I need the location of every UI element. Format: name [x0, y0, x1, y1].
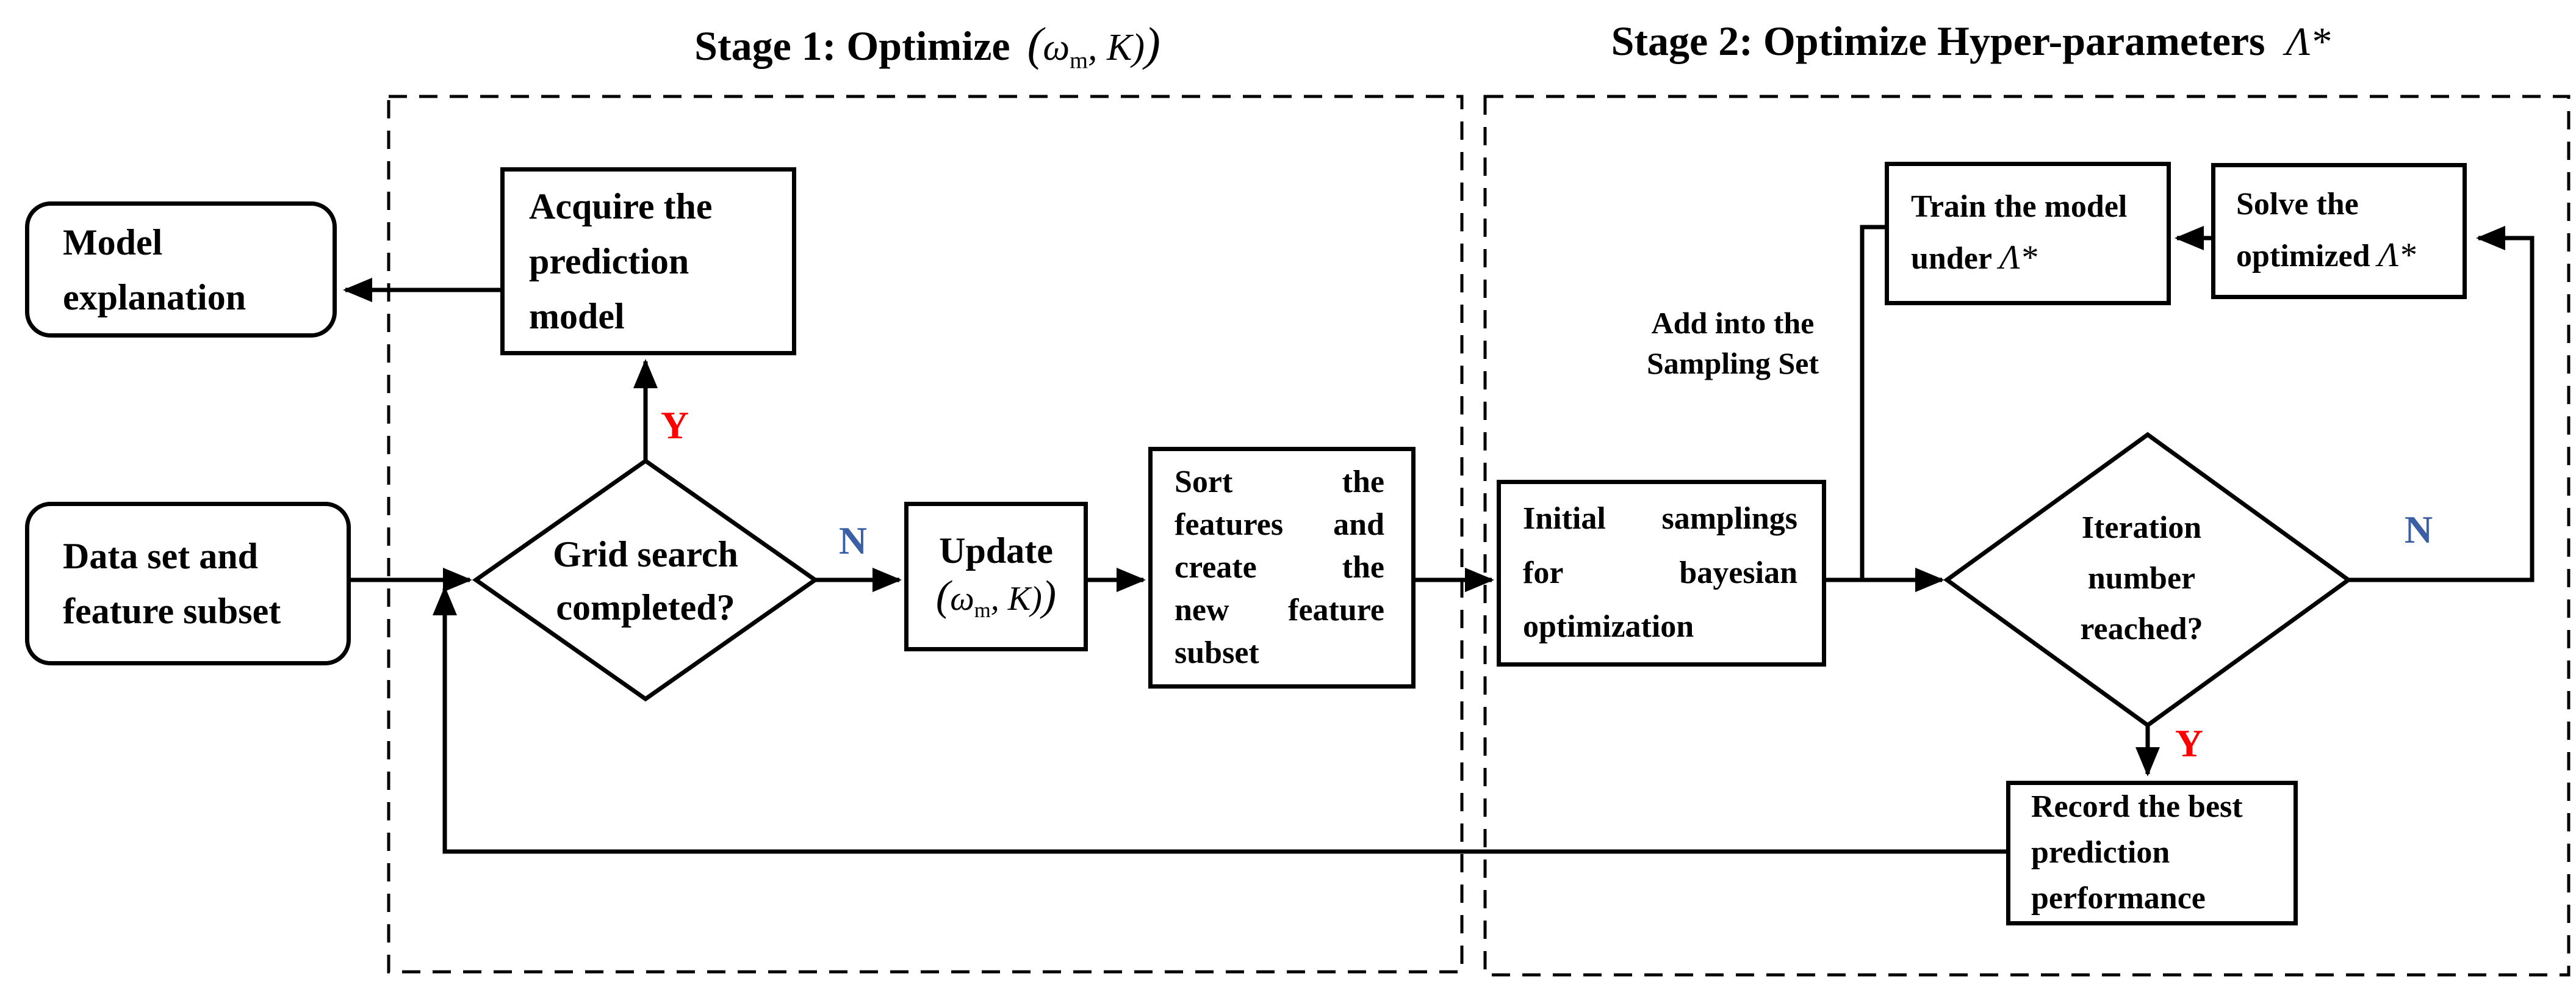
dataset-line1: Data set and: [63, 536, 259, 576]
iteration-label: Iteration number reached?: [2080, 510, 2203, 647]
update-label: Update: [939, 530, 1053, 571]
stage2-title-lambda: Λ*: [2286, 20, 2331, 64]
iteration-no-label: N: [2404, 508, 2433, 551]
dataset-box: Data set and feature subset: [25, 502, 351, 665]
stage1-boundary: [387, 95, 1464, 974]
stage1-title-text: Stage 1: Optimize: [694, 23, 1010, 69]
grid-search-diamond: [472, 458, 819, 702]
update-box: Update (ωm, K)): [904, 502, 1088, 651]
stage1-title-math: (ωm, K)): [1027, 18, 1160, 74]
dataset-line2: feature subset: [63, 591, 281, 631]
acquire-model-box: Acquire the prediction model: [500, 167, 796, 355]
iteration-yes-label: Y: [2175, 722, 2204, 765]
model-explanation-line1: Model: [63, 222, 163, 262]
arrow-iteration-no-to-solve: [2348, 226, 2535, 582]
train-model-box: Train the model under Λ*: [1885, 162, 2171, 305]
solve-lambda-box: Solve the optimized Λ*: [2211, 163, 2467, 299]
add-sampling-note: Add into the Sampling Set: [1646, 306, 1819, 380]
record-performance-box: Record the best prediction performance: [2006, 781, 2298, 925]
stage2-title: Stage 2: Optimize Hyper-parameters Λ*: [1562, 17, 2380, 65]
stage2-boundary: [1483, 95, 2571, 977]
update-math: (ωm, K)): [935, 572, 1057, 622]
model-explanation-line2: explanation: [63, 277, 246, 317]
grid-search-no-label: N: [838, 519, 868, 562]
stage1-title: Stage 1: Optimize (ωm, K)): [628, 17, 1226, 74]
stage2-title-text: Stage 2: Optimize Hyper-parameters: [1611, 18, 2265, 64]
arrow-record-feedback-to-grid-search: [433, 586, 2006, 854]
grid-search-yes-label: Y: [660, 403, 689, 447]
connector-train-to-sampling-junction: [1860, 225, 1885, 578]
grid-search-label: Grid search completed?: [553, 534, 738, 628]
model-explanation-box: Model explanation: [25, 201, 337, 338]
iteration-diamond: [1943, 432, 2352, 728]
